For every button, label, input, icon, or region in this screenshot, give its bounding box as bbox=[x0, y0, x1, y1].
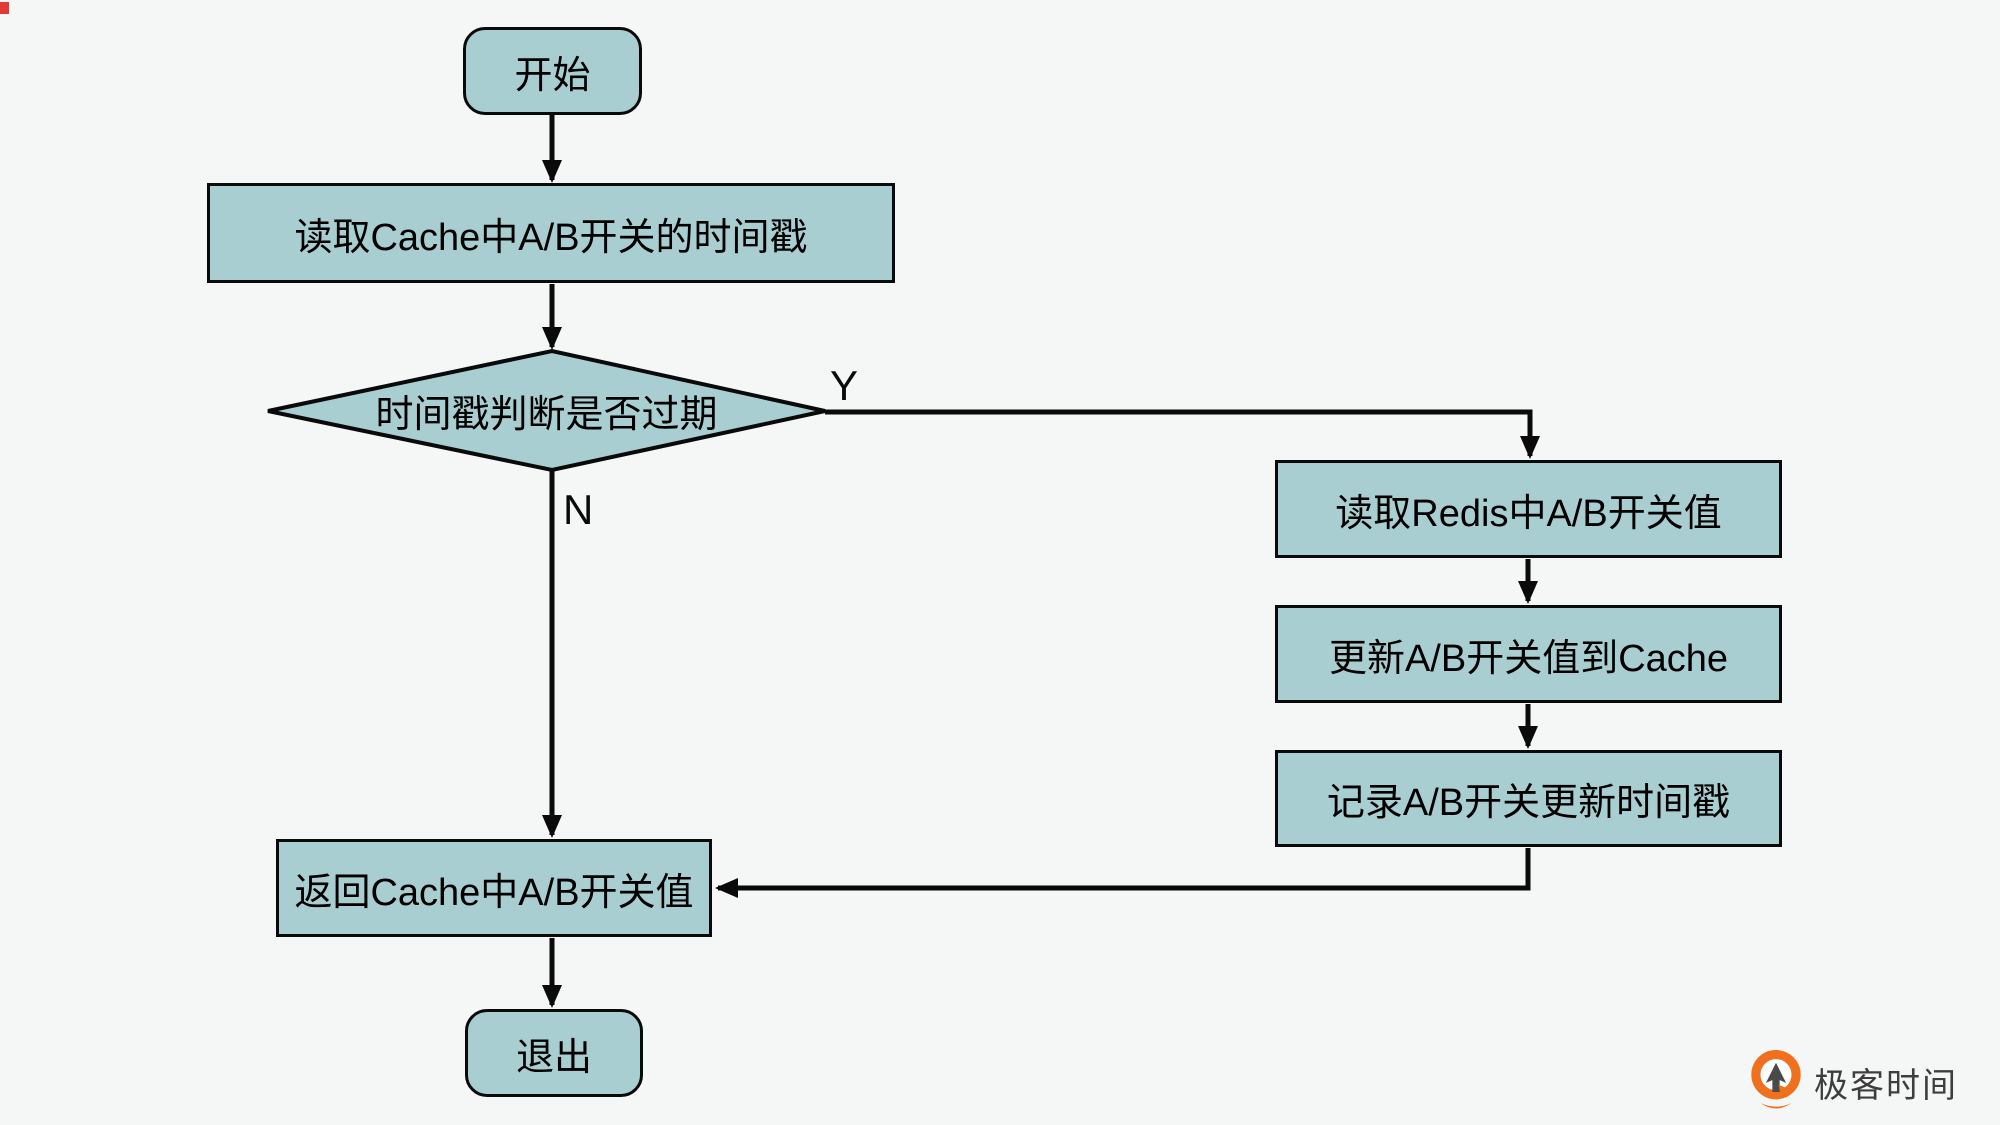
branch-label-yes: Y bbox=[830, 362, 859, 409]
geektime-logo: 极客时间 bbox=[1748, 1050, 1958, 1114]
geektime-logo-icon bbox=[1751, 1050, 1801, 1109]
edge-decision-yes-to-read-redis bbox=[825, 409, 1540, 459]
node-exit: 退出 bbox=[465, 1009, 643, 1097]
branch-label-no: N bbox=[563, 486, 594, 533]
node-return-cache-value: 返回Cache中A/B开关值 bbox=[276, 839, 712, 937]
node-start: 开始 bbox=[463, 27, 642, 115]
node-read-redis-value: 读取Redis中A/B开关值 bbox=[1275, 460, 1782, 558]
node-update-cache-value: 更新A/B开关值到Cache bbox=[1275, 605, 1782, 703]
corner-red-artifact bbox=[0, 2, 9, 14]
node-read-cache-timestamp: 读取Cache中A/B开关的时间戳 bbox=[207, 183, 895, 283]
node-decision-timestamp-expired: 时间戳判断是否过期 bbox=[375, 393, 718, 436]
node-record-update-timestamp: 记录A/B开关更新时间戳 bbox=[1275, 750, 1782, 847]
geektime-logo-text: 极客时间 bbox=[1814, 1066, 1958, 1105]
edge-record-ts-to-return bbox=[715, 848, 1531, 898]
